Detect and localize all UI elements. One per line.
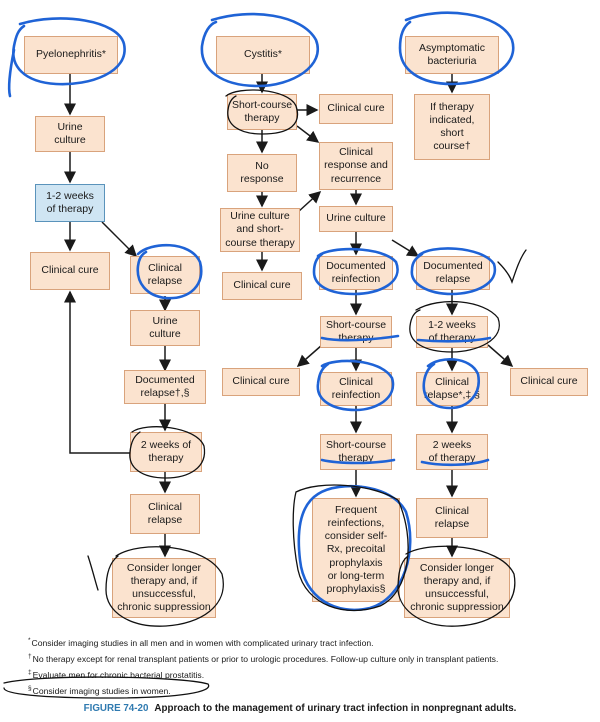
node-clinical-relapse: Clinical relapse [130,494,200,534]
node-short-course-therapy: Short-course therapy [320,434,392,470]
node-urine-culture: Urine culture [319,206,393,232]
footnote: †No therapy except for renal transplant … [28,653,499,664]
node-clinical-cure: Clinical cure [222,368,300,396]
footnotes: *Consider imaging studies in all men and… [28,634,588,698]
node-1-2-weeks-therapy: 1-2 weeks of therapy [35,184,105,222]
arrow [64,290,130,454]
node-frequent-reinfections: Frequent reinfections, consider self- Rx… [312,498,400,602]
arrow [391,239,420,257]
node-if-therapy-indicated: If therapy indicated, short course† [414,94,490,160]
node-short-course-therapy: Short-course therapy [320,316,392,348]
node-documented-relapse: Documented relapse†,§ [124,370,206,404]
arrow [487,344,514,367]
node-urine-culture-short-course: Urine culture and short- course therapy [220,208,300,252]
node-asymptomatic-bacteriuria: Asymptomatic bacteriuria [405,36,499,74]
figure-caption-text: Approach to the management of urinary tr… [154,703,517,714]
node-urine-culture: Urine culture [130,310,200,346]
node-clinical-relapse: Clinical relapse [416,498,488,538]
node-documented-relapse: Documented relapse [416,256,490,290]
figure-number: FIGURE 74-20 [83,703,149,714]
node-urine-culture: Urine culture [35,116,105,152]
arrow [297,190,322,213]
arrow [296,344,323,367]
node-documented-reinfection: Documented reinfection [319,256,393,290]
node-2-weeks-therapy: 2 weeks of therapy [130,432,202,472]
figure-caption: FIGURE 74-20 Approach to the management o… [0,703,600,714]
node-clinical-cure: Clinical cure [222,272,302,300]
footnote: *Consider imaging studies in all men and… [28,637,374,648]
node-cystitis: Cystitis* [216,36,310,74]
node-clinical-relapse: Clinical relapse*,‡,§ [416,372,488,406]
node-pyelonephritis: Pyelonephritis* [24,36,118,74]
node-1-2-weeks-therapy: 1-2 weeks of therapy [416,316,488,348]
node-clinical-relapse: Clinical relapse [130,256,200,294]
node-clinical-reinfection: Clinical reinfection [320,372,392,406]
node-clinical-cure: Clinical cure [510,368,588,396]
node-short-course-therapy: Short-course therapy [227,94,297,130]
node-clinical-response-recurrence: Clinical response and recurrence [319,142,393,190]
node-consider-longer-therapy: Consider longer therapy and, if unsucces… [404,558,510,618]
node-consider-longer-therapy: Consider longer therapy and, if unsucces… [112,558,216,618]
arrow [101,221,138,258]
node-clinical-cure: Clinical cure [30,252,110,290]
node-clinical-cure: Clinical cure [319,94,393,124]
arrow [296,125,320,143]
node-no-response: No response [227,154,297,192]
node-2-weeks-therapy: 2 weeks of therapy [416,434,488,470]
footnote: §Consider imaging studies in women. [28,685,171,697]
footnote: ‡Evaluate men for chronic bacterial pros… [28,669,205,680]
